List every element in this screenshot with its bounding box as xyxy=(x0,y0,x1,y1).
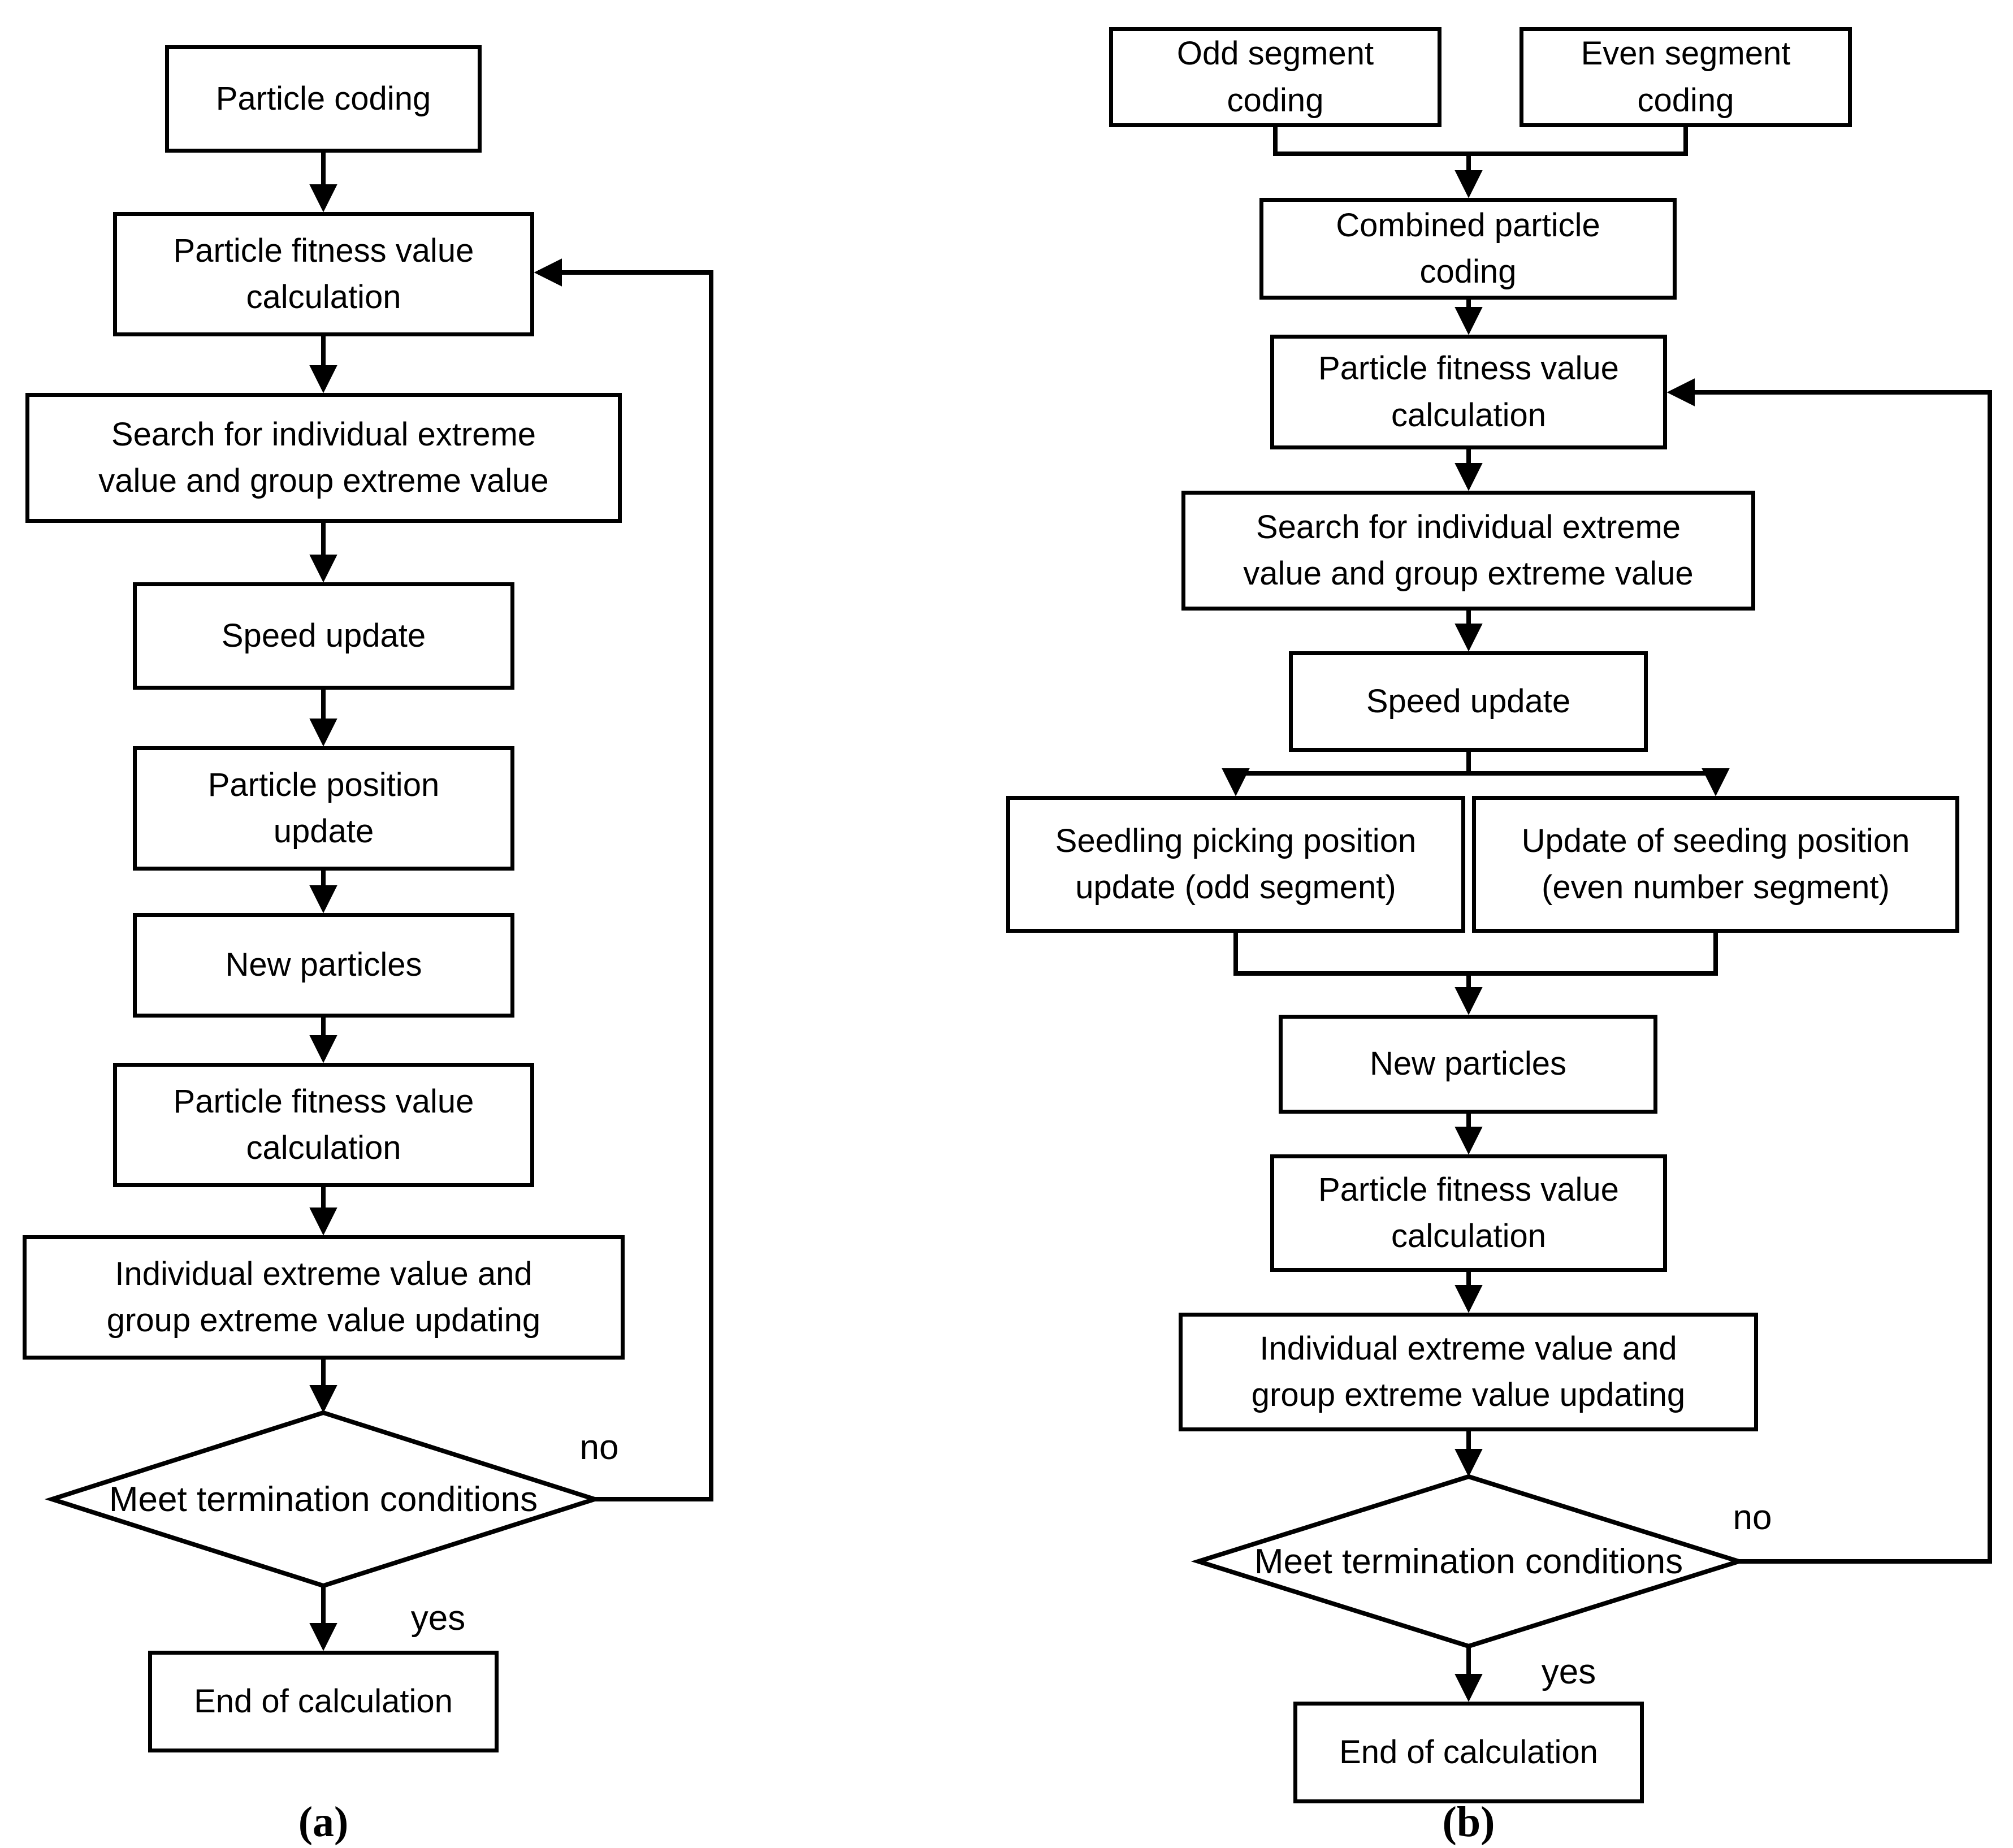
node-b-seedling-picking-position-update-odd: Seedling picking position update (odd se… xyxy=(1006,796,1465,933)
caption-panel-b: (b) xyxy=(1442,1798,1495,1846)
node-b-search-extreme-values: Search for individual extreme value and … xyxy=(1181,491,1755,611)
path-b-position-merge xyxy=(1233,933,1718,976)
path-b-coding-merge xyxy=(1273,127,1688,156)
node-a-termination-decision-label: Meet termination conditions xyxy=(109,1479,538,1519)
node-b-even-segment-coding: Even segment coding xyxy=(1520,27,1852,127)
node-a-new-particles: New particles xyxy=(133,913,514,1018)
path-a-no-feedback-loop xyxy=(534,258,713,1501)
node-b-new-particles: New particles xyxy=(1279,1015,1657,1114)
node-a-particle-coding: Particle coding xyxy=(165,45,482,153)
node-b-combined-particle-coding: Combined particle coding xyxy=(1259,198,1677,300)
node-b-speed-update: Speed update xyxy=(1289,651,1648,752)
node-a-end-of-calculation: End of calculation xyxy=(148,1651,499,1752)
decision-diamond-b xyxy=(1191,1474,1747,1649)
path-b-split-bar xyxy=(1236,752,1716,776)
path-b-no-feedback-loop xyxy=(1666,378,1992,1564)
edge-label-a-yes: yes xyxy=(410,1598,466,1638)
node-b-seeding-position-update-even: Update of seeding position (even number … xyxy=(1472,796,1959,933)
node-a-particle-fitness-calculation-1: Particle fitness value calculation xyxy=(113,212,534,336)
node-a-speed-update: Speed update xyxy=(133,582,514,690)
node-b-odd-segment-coding: Odd segment coding xyxy=(1109,27,1441,127)
edge-label-b-no: no xyxy=(1733,1498,1772,1537)
node-b-particle-fitness-calculation-2: Particle fitness value calculation xyxy=(1270,1154,1667,1272)
edge-label-a-no: no xyxy=(579,1427,619,1467)
node-b-termination-decision-label: Meet termination conditions xyxy=(1254,1542,1683,1581)
node-a-particle-fitness-calculation-2: Particle fitness value calculation xyxy=(113,1063,534,1187)
caption-panel-a: (a) xyxy=(298,1798,349,1846)
node-b-extreme-value-updating: Individual extreme value and group extre… xyxy=(1179,1313,1758,1431)
node-a-extreme-value-updating: Individual extreme value and group extre… xyxy=(23,1235,625,1360)
edge-label-b-yes: yes xyxy=(1541,1652,1596,1691)
node-b-particle-fitness-calculation-1: Particle fitness value calculation xyxy=(1270,335,1667,449)
decision-diamond-a xyxy=(44,1410,603,1589)
node-b-end-of-calculation: End of calculation xyxy=(1293,1702,1644,1803)
node-a-search-extreme-values: Search for individual extreme value and … xyxy=(25,393,622,523)
node-a-particle-position-update: Particle position update xyxy=(133,746,514,871)
